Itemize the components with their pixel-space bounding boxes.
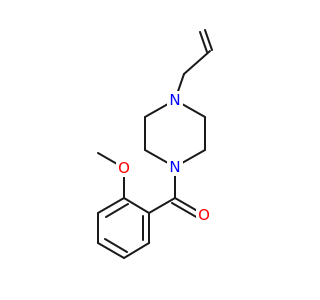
atom-o-carbonyl-label: O — [198, 206, 210, 224]
structure-diagram: N N O O — [97, 29, 213, 259]
atom-n-top-label: N — [169, 91, 180, 109]
atom-n-bottom-label: N — [169, 158, 180, 176]
atom-o-carbonyl: O — [196, 206, 212, 224]
bond-vinyl-single — [183, 50, 211, 75]
bond-vinyl-double-a — [199, 31, 208, 53]
bond-aryl-2-3 — [97, 197, 125, 214]
bond-aryl-5-6 — [123, 242, 150, 259]
atom-n-top: N — [167, 91, 183, 109]
atom-n-bottom: N — [167, 158, 183, 176]
bond-aryl-1-2 — [123, 197, 150, 214]
bond-aryl-4-5 — [97, 242, 125, 259]
bond-vinyl-double-b — [204, 29, 213, 51]
bond-aryl-inner-a — [105, 203, 129, 218]
atom-o-methoxy-label: O — [118, 159, 130, 177]
atom-o-methoxy: O — [116, 159, 132, 177]
bond-carbonyl-aryl — [148, 197, 176, 214]
bond-aryl-inner-b — [104, 238, 128, 253]
bond-carbonyl-double-b — [171, 202, 199, 219]
molecule-canvas: N N O O — [97, 29, 213, 259]
